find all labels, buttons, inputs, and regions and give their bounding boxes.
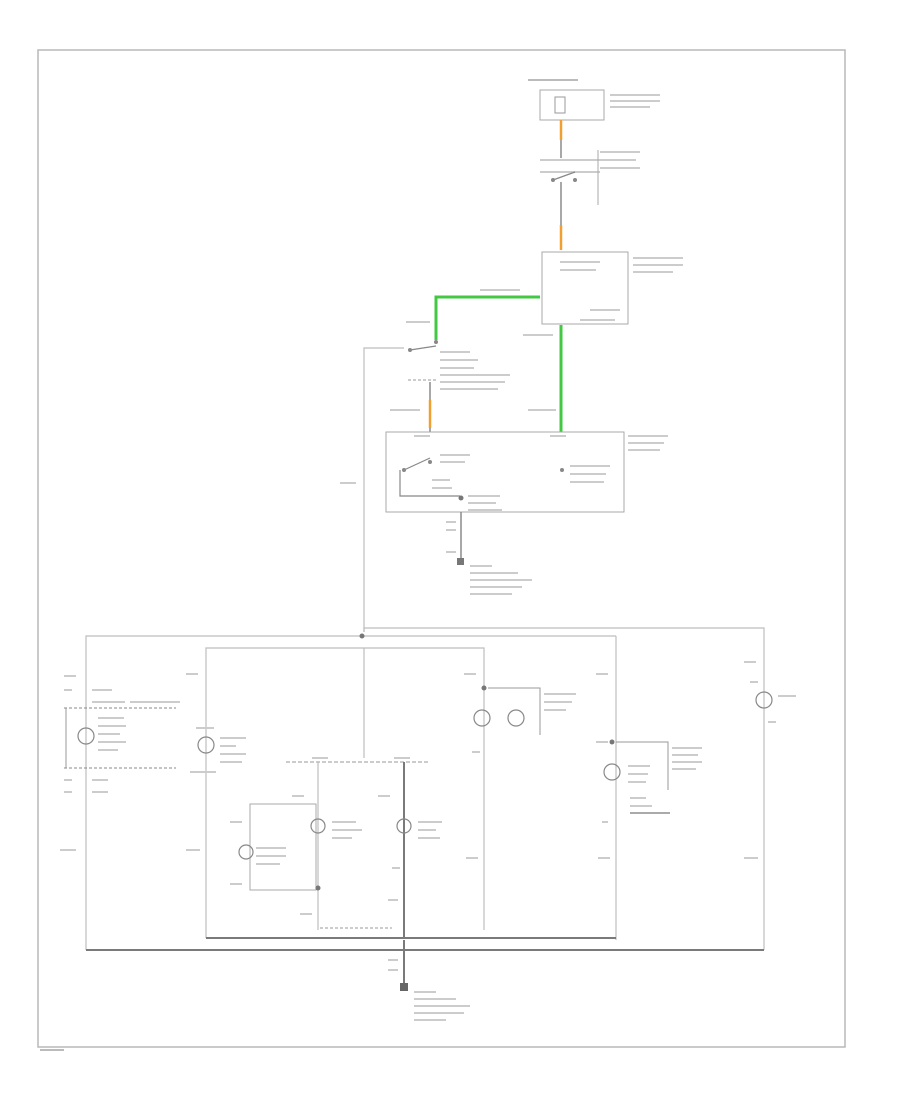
wire-green-left — [434, 295, 540, 340]
ground-bus — [86, 937, 764, 1021]
wire-main-feed — [363, 347, 404, 632]
lamp-2 — [186, 673, 246, 851]
dimmer-switch — [408, 340, 510, 390]
lamp-1 — [60, 675, 180, 851]
lamp-6 — [744, 661, 796, 859]
lamp-5 — [596, 673, 702, 859]
headlamp-switch — [540, 150, 640, 205]
lower-bus — [85, 627, 765, 950]
fuse-block-2 — [541, 251, 683, 325]
lamp-4 — [464, 673, 576, 859]
ground-1 — [446, 512, 532, 595]
switch-module — [385, 431, 668, 513]
diagram-frame — [37, 49, 846, 1048]
instrument-panel-lamps — [230, 757, 442, 938]
fuse-block — [528, 79, 660, 121]
